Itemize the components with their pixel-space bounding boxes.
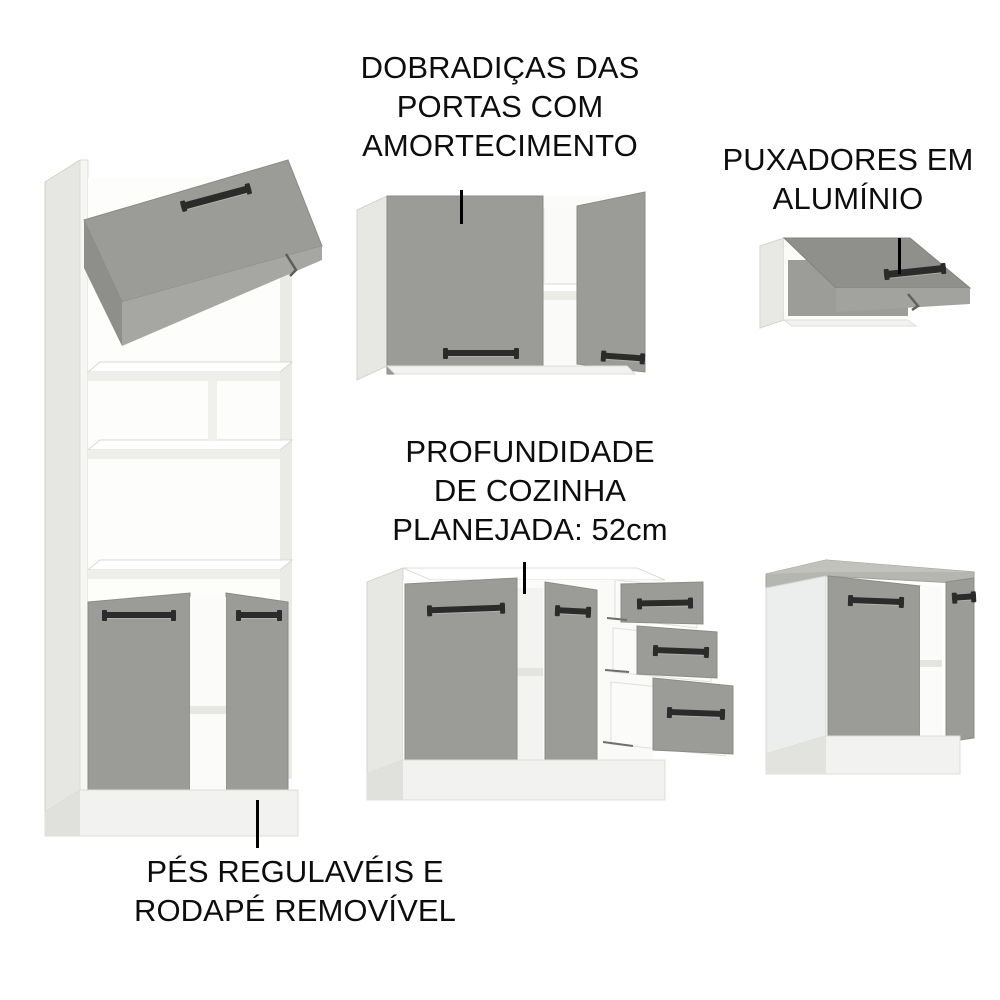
corner-base-left-side <box>765 575 827 755</box>
corner-base-countertop-top <box>766 560 974 574</box>
leader-line-handles <box>898 238 901 274</box>
leader-line-feet <box>256 800 259 848</box>
annotation-hinges: DOBRADIÇAS DAS PORTAS COM AMORTECIMENTO <box>360 50 640 164</box>
tall-cabinet-shelf-1-edge <box>88 372 280 381</box>
wall-cabinet-left-side <box>356 195 388 381</box>
tall-cabinet-lift-door-underside <box>122 246 322 346</box>
tall-cabinet-left-side <box>44 159 81 813</box>
wall-cabinet-two-doors-art <box>356 191 646 381</box>
wall-lift-bottom <box>782 319 918 327</box>
corner-base-door-right[interactable] <box>945 577 975 743</box>
handle-drawer-1[interactable] <box>636 599 694 607</box>
tall-cabinet-divider <box>208 381 217 441</box>
handle-corner-door-right[interactable] <box>951 593 977 601</box>
base-cabinet-plinth-side <box>367 760 403 800</box>
tall-cabinet-lift-door-edge <box>84 220 122 346</box>
wall-lift-hinge-arm <box>907 293 920 312</box>
tall-cabinet-shelf-3 <box>86 559 294 571</box>
product-base-cabinet-drawers <box>365 560 755 810</box>
tall-cabinet-shelf-1 <box>86 361 294 373</box>
wall-lift-door-face[interactable] <box>836 288 970 312</box>
annotation-depth: PROFUNDIDADE DE COZINHA PLANEJADA: 52cm <box>392 434 668 548</box>
wall-cabinet-lift-art <box>759 237 972 329</box>
base-cabinet-art <box>366 567 734 801</box>
handle-tall-lower-right[interactable] <box>236 610 282 621</box>
wall-cabinet-door-left[interactable] <box>386 195 544 375</box>
handle-wall-door-left[interactable] <box>443 348 519 359</box>
drawer-1-slide <box>606 617 628 621</box>
tall-cabinet-art <box>44 159 323 837</box>
wall-cabinet-door-right[interactable] <box>576 191 646 373</box>
tall-cabinet-shelf-2 <box>86 439 294 451</box>
annotation-handles: PUXADORES EM ALUMÍNIO <box>722 142 974 217</box>
leader-line-depth <box>523 562 526 594</box>
base-cabinet-interior-shelf <box>517 668 543 676</box>
wall-lift-left-side <box>759 237 785 329</box>
tall-cabinet-lower-shelf <box>190 706 226 714</box>
annotation-feet: PÉS REGULAVÉIS E RODAPÉ REMOVÍVEL <box>133 854 456 929</box>
wall-cabinet-bottom <box>385 365 637 375</box>
product-wall-cabinet-two-doors <box>355 188 655 388</box>
base-cabinet-left-side <box>366 567 404 775</box>
product-wall-cabinet-lift-door <box>758 232 984 340</box>
tall-cabinet-plinth <box>44 789 299 837</box>
base-cabinet-top <box>402 567 666 581</box>
tall-cabinet-shelf-3-edge <box>88 570 280 579</box>
corner-base-interior-shelf <box>920 660 942 667</box>
tall-cabinet-hinge-arm <box>284 253 298 277</box>
handle-tall-lower-left[interactable] <box>102 610 176 621</box>
corner-base-plinth-side <box>766 736 826 774</box>
corner-base-art <box>765 559 975 775</box>
drawer-3-front[interactable] <box>652 677 734 755</box>
leader-line-hinges <box>460 190 463 224</box>
tall-cabinet-plinth-side <box>45 790 80 836</box>
tall-cabinet-shelf-2-edge <box>88 450 280 459</box>
product-tall-cabinet <box>40 150 330 840</box>
drawer-3-slide <box>602 741 634 747</box>
product-corner-base-cabinet <box>760 548 986 780</box>
drawer-2-slide <box>604 669 630 673</box>
base-cabinet-plinth <box>366 759 666 801</box>
